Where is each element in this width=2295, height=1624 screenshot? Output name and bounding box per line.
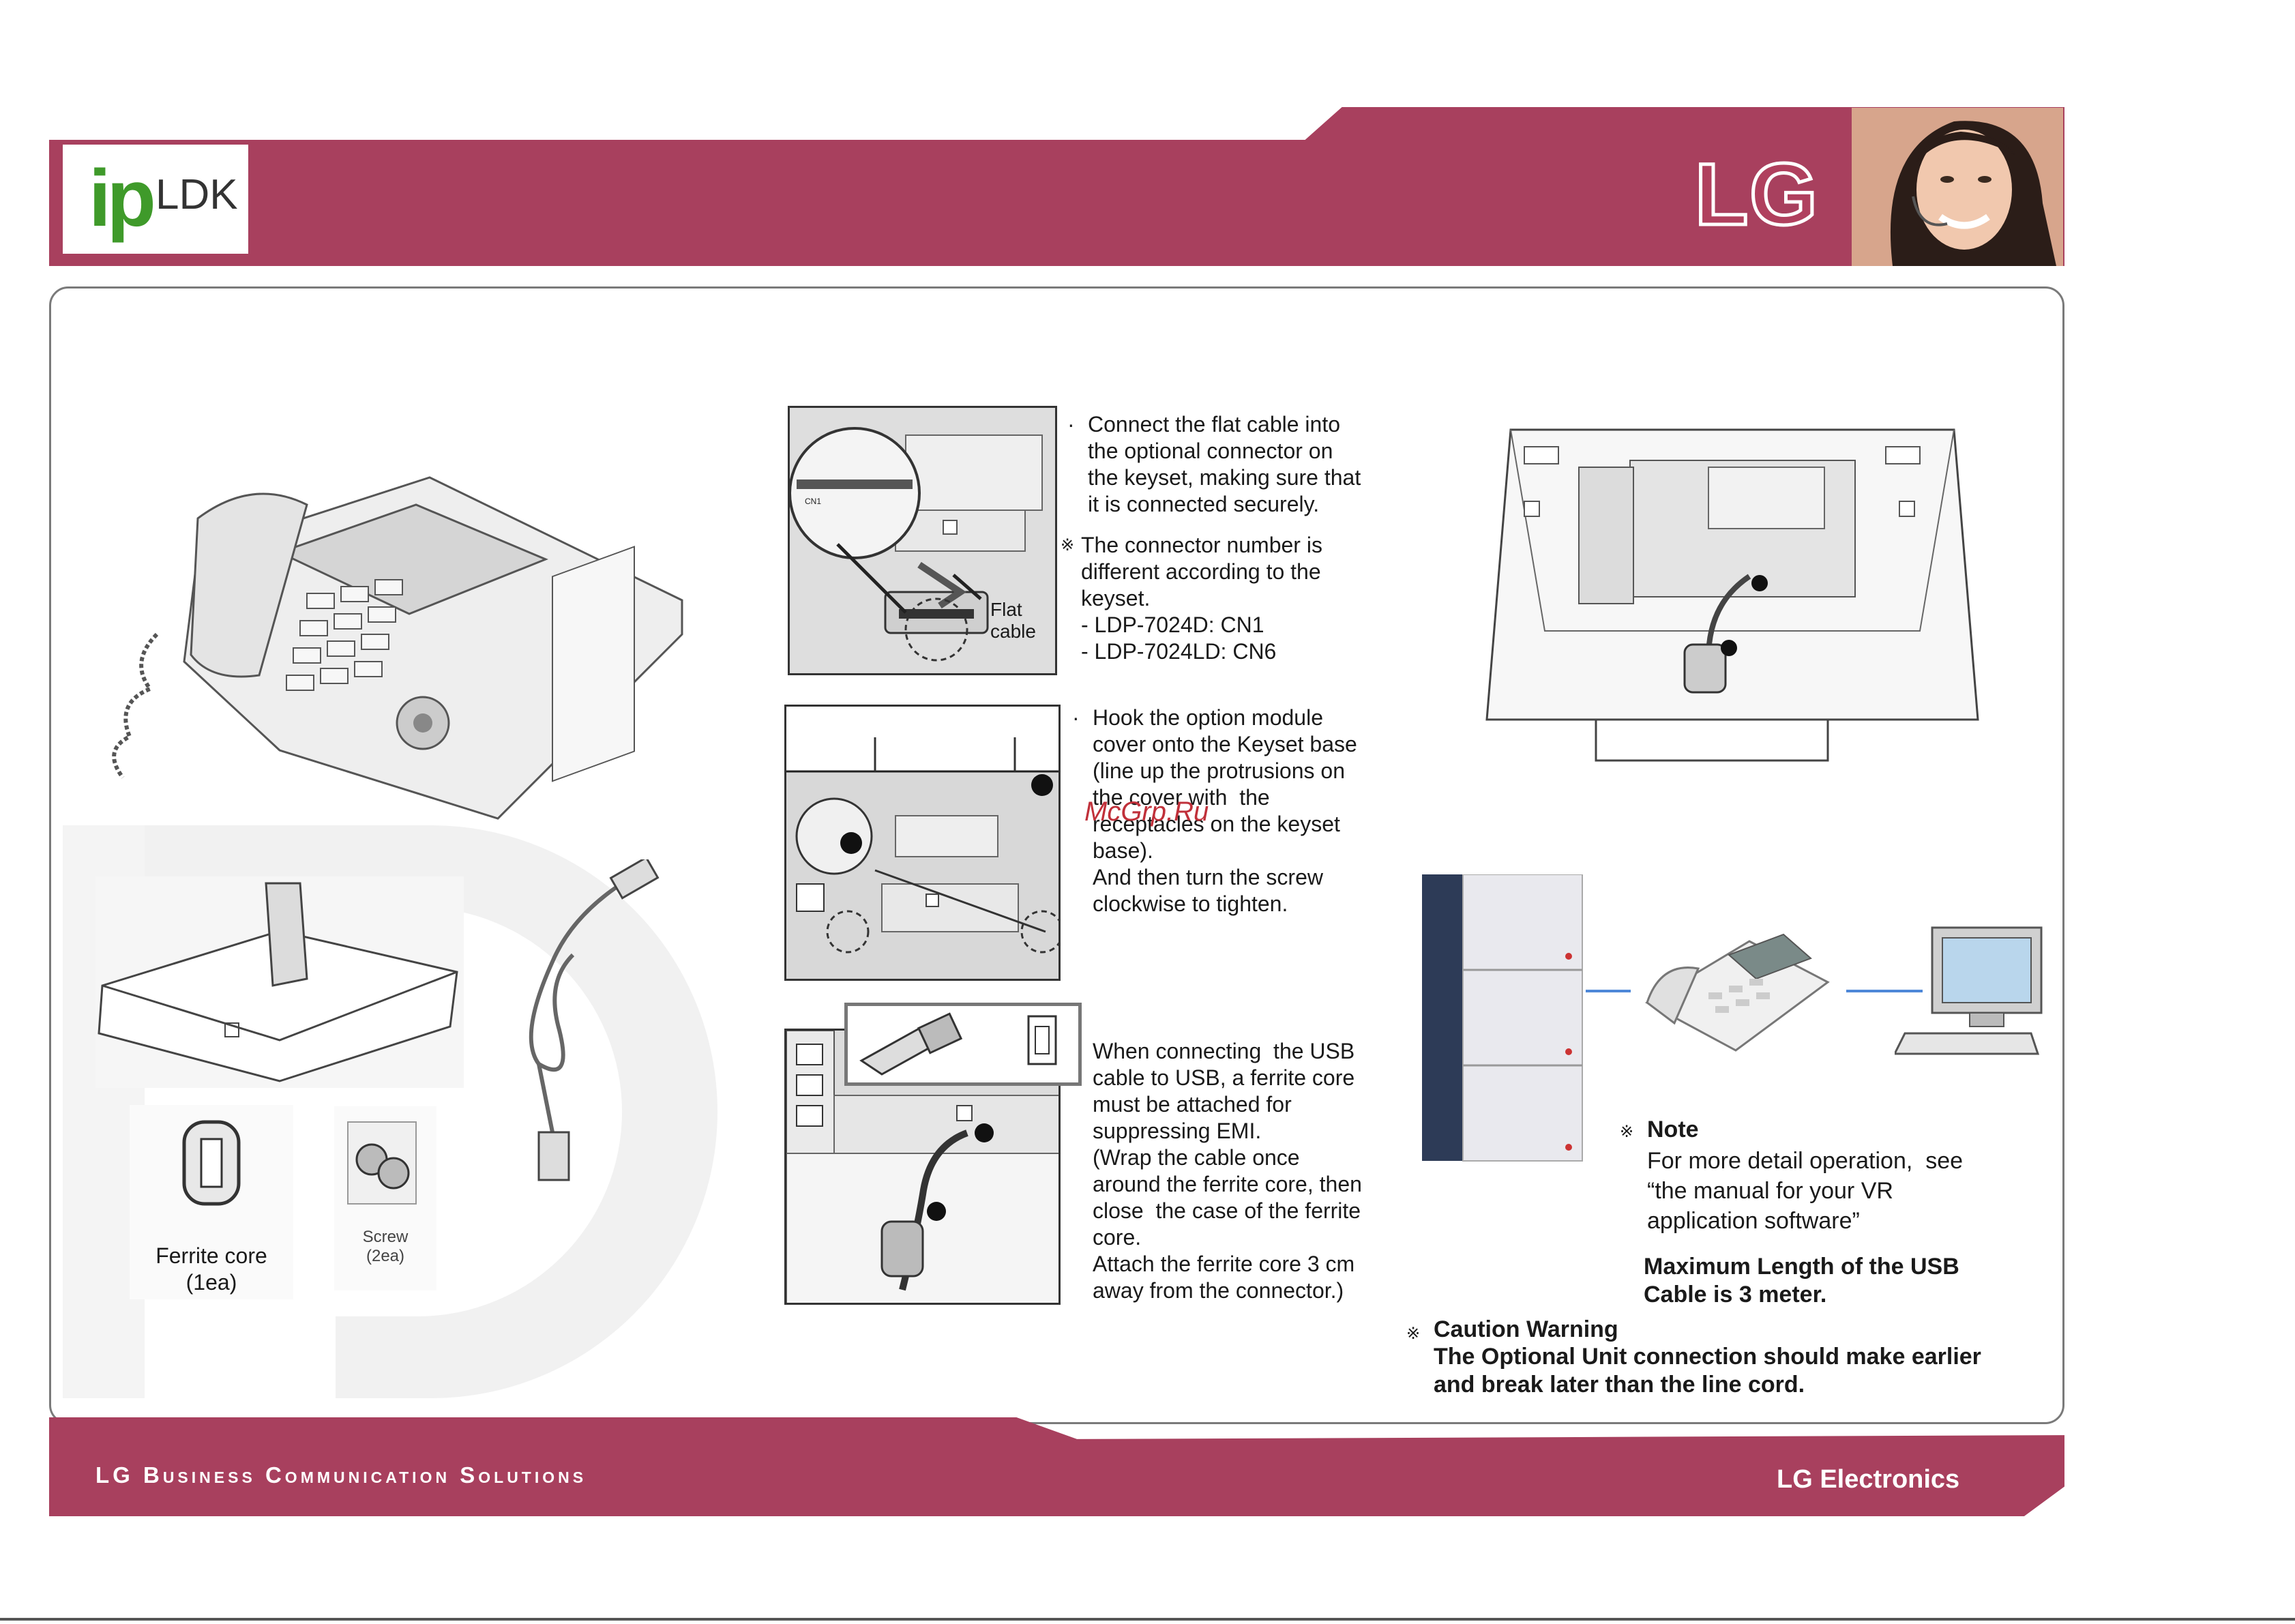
- step1-bullet: ·: [1067, 412, 1075, 437]
- usb-max-length-note: Maximum Length of the USB Cable is 3 met…: [1644, 1254, 1959, 1308]
- step1-instruction-text: Connect the flat cable into the optional…: [1088, 412, 1361, 516]
- caution-symbol: ※: [1406, 1325, 1421, 1343]
- step3-instruction-text: When connecting the USB cable to USB, a …: [1093, 1039, 1362, 1303]
- ferrite-core-label: Ferrite core (1ea): [156, 1243, 267, 1295]
- mcgrp-watermark: McGrp.Ru: [1084, 797, 1209, 827]
- screw-icon: [347, 1121, 417, 1205]
- ferrite-core-icon: [182, 1120, 241, 1206]
- step1-note-symbol: ※: [1061, 536, 1075, 555]
- footer-tagline: LG Business Communication Solutions: [95, 1462, 587, 1488]
- lg-brand-logo: LG: [1693, 146, 1820, 243]
- option-module-cover-illustration: [95, 876, 464, 1088]
- note-title: Note: [1647, 1117, 1699, 1142]
- step2-bullet: ·: [1072, 705, 1080, 730]
- header-band: [49, 140, 2064, 266]
- screw-label: Screw (2ea): [362, 1228, 409, 1265]
- step2-instruction-text: Hook the option module cover onto the Ke…: [1093, 705, 1357, 916]
- phone-pc-link: [1846, 990, 1923, 992]
- bottom-divider: [0, 1618, 2295, 1621]
- computer-monitor-icon: [1895, 926, 2043, 1055]
- usb-cable-illustration: [529, 859, 660, 1181]
- logo-ldk-text: LDK: [156, 171, 238, 218]
- iplpk-logo: [63, 145, 248, 254]
- woman-headset-photo: [1852, 108, 2063, 266]
- step1-connector-diagram: [788, 406, 1057, 675]
- cabinet-phone-link: [1586, 990, 1631, 992]
- keyset-phone-small-illustration: [1644, 933, 1830, 1052]
- usb-b-connector-inset: [844, 1003, 1082, 1086]
- note-body: For more detail operation, see “the manu…: [1647, 1148, 1964, 1234]
- note-symbol: ※: [1620, 1123, 1634, 1141]
- step2-cover-diagram: [784, 705, 1061, 981]
- ldp-keyset-phone-illustration: [112, 476, 683, 820]
- step1-connector-note: The connector number is different accord…: [1081, 533, 1322, 664]
- flat-cable-label: Flat cable: [990, 599, 1036, 642]
- keyset-base-usb-illustration: [1485, 428, 1979, 762]
- ipldk-system-cabinet: [1422, 874, 1583, 1162]
- footer-brand: LG Electronics: [1777, 1465, 1960, 1494]
- caution-body: The Optional Unit connection should make…: [1434, 1344, 1981, 1398]
- cn1-connector-label: CN1: [805, 497, 822, 506]
- logo-ip-text: ip: [89, 153, 156, 243]
- caution-title: Caution Warning: [1434, 1316, 1618, 1342]
